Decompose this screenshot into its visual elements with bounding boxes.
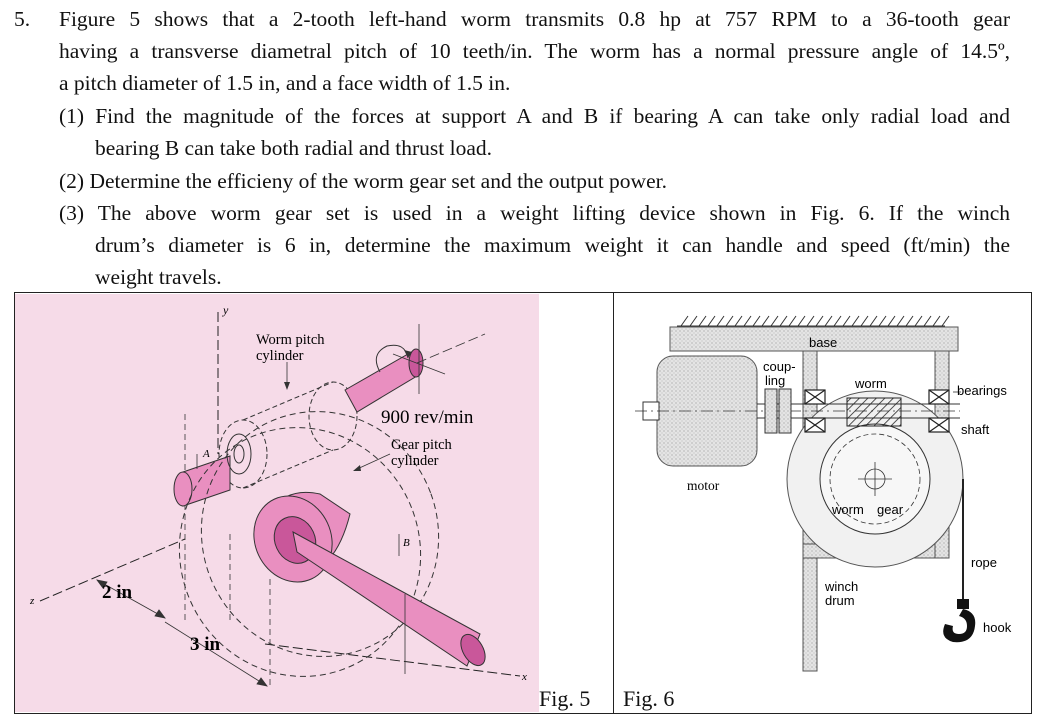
bearing-right-top bbox=[928, 389, 950, 405]
label-rope: rope bbox=[971, 555, 997, 570]
label-winch-1: winch bbox=[824, 579, 858, 594]
part-3-line-2: drum’s diameter is 6 in, determine the m… bbox=[95, 233, 1010, 257]
ceiling-ticks bbox=[680, 315, 950, 327]
x-axis bbox=[264, 643, 521, 677]
worm-gear-pitch bbox=[829, 433, 921, 525]
label-bearings: bearings bbox=[957, 383, 1007, 398]
figure-divider bbox=[613, 292, 614, 714]
gear-hub-circle bbox=[864, 468, 886, 490]
statement-line-3: a pitch diameter of 1.5 in, and a face w… bbox=[59, 71, 511, 95]
hook-icon bbox=[943, 599, 976, 643]
label-worm-gear-1: worm bbox=[831, 502, 864, 517]
label-worm-pitch-2: cylinder bbox=[256, 348, 304, 364]
gear-shaft bbox=[292, 531, 486, 674]
rotation-arrowhead bbox=[404, 350, 412, 358]
part-3-line-3: weight travels. bbox=[95, 265, 222, 289]
problem-number: 5. bbox=[14, 7, 31, 31]
leader-gear-pitch-head bbox=[353, 465, 361, 471]
base-plate bbox=[669, 326, 959, 352]
label-base: base bbox=[809, 335, 837, 350]
label-gear-pitch-1: Gear pitch bbox=[391, 437, 453, 453]
worm-shaft bbox=[344, 324, 486, 413]
fig5-caption: Fig. 5 bbox=[539, 686, 591, 711]
label-b: B bbox=[403, 537, 410, 549]
bearing-right-bottom bbox=[928, 417, 950, 433]
label-speed: 900 rev/min bbox=[381, 407, 474, 428]
dimension-2in bbox=[96, 579, 166, 619]
label-hook: hook bbox=[983, 620, 1012, 635]
bearing-left-bottom bbox=[804, 417, 826, 433]
bearing-left-top bbox=[804, 389, 826, 405]
coupling-2 bbox=[778, 388, 792, 434]
gear-pitch-cylinder bbox=[178, 411, 440, 677]
fig5-drawing: y Worm pitch cylinder 900 rev/min Gear p… bbox=[15, 294, 539, 712]
label-dim-3in: 3 in bbox=[190, 634, 221, 655]
z-axis bbox=[39, 538, 186, 602]
worm-thread bbox=[846, 397, 902, 427]
coupling bbox=[764, 388, 778, 434]
statement-line-1: Figure 5 shows that a 2-tooth left-hand … bbox=[59, 7, 1010, 31]
label-dim-2in: 2 in bbox=[102, 582, 133, 603]
label-gear-pitch-2: cylinder bbox=[391, 453, 439, 469]
statement-line-2: having a transverse diametral pitch of 1… bbox=[59, 39, 1010, 63]
fig6-drawing: base coup- ling worm bearings shaft moto… bbox=[635, 315, 1012, 672]
label-coupling-1: coup- bbox=[763, 359, 796, 374]
figure-frame bbox=[14, 292, 1032, 714]
part-2-line-1: (2) Determine the efficieny of the worm … bbox=[59, 169, 667, 193]
part-1-line-1: (1) Find the magnitude of the forces at … bbox=[59, 104, 1010, 128]
shaft-stub-a bbox=[173, 433, 252, 507]
part-1-line-2: bearing B can take both radial and thrus… bbox=[95, 136, 493, 160]
label-x: x bbox=[521, 671, 527, 683]
label-winch-2: drum bbox=[825, 593, 855, 608]
label-worm-gear-2: gear bbox=[877, 502, 904, 517]
label-a: A bbox=[202, 448, 210, 460]
leader-worm-pitch-head bbox=[284, 382, 290, 390]
label-coupling-2: ling bbox=[765, 373, 785, 388]
label-y: y bbox=[222, 303, 229, 317]
part-3-line-1: (3) The above worm gear set is used in a… bbox=[59, 201, 1010, 225]
worm-pitch-cylinder bbox=[218, 381, 358, 489]
fig6-caption: Fig. 6 bbox=[623, 686, 675, 711]
dimension-3in bbox=[164, 621, 268, 687]
label-shaft: shaft bbox=[961, 422, 990, 437]
label-worm: worm bbox=[854, 376, 887, 391]
leader-gear-pitch bbox=[354, 453, 391, 471]
label-motor: motor bbox=[687, 478, 720, 493]
label-z: z bbox=[29, 595, 35, 607]
label-worm-pitch-1: Worm pitch bbox=[256, 332, 325, 348]
